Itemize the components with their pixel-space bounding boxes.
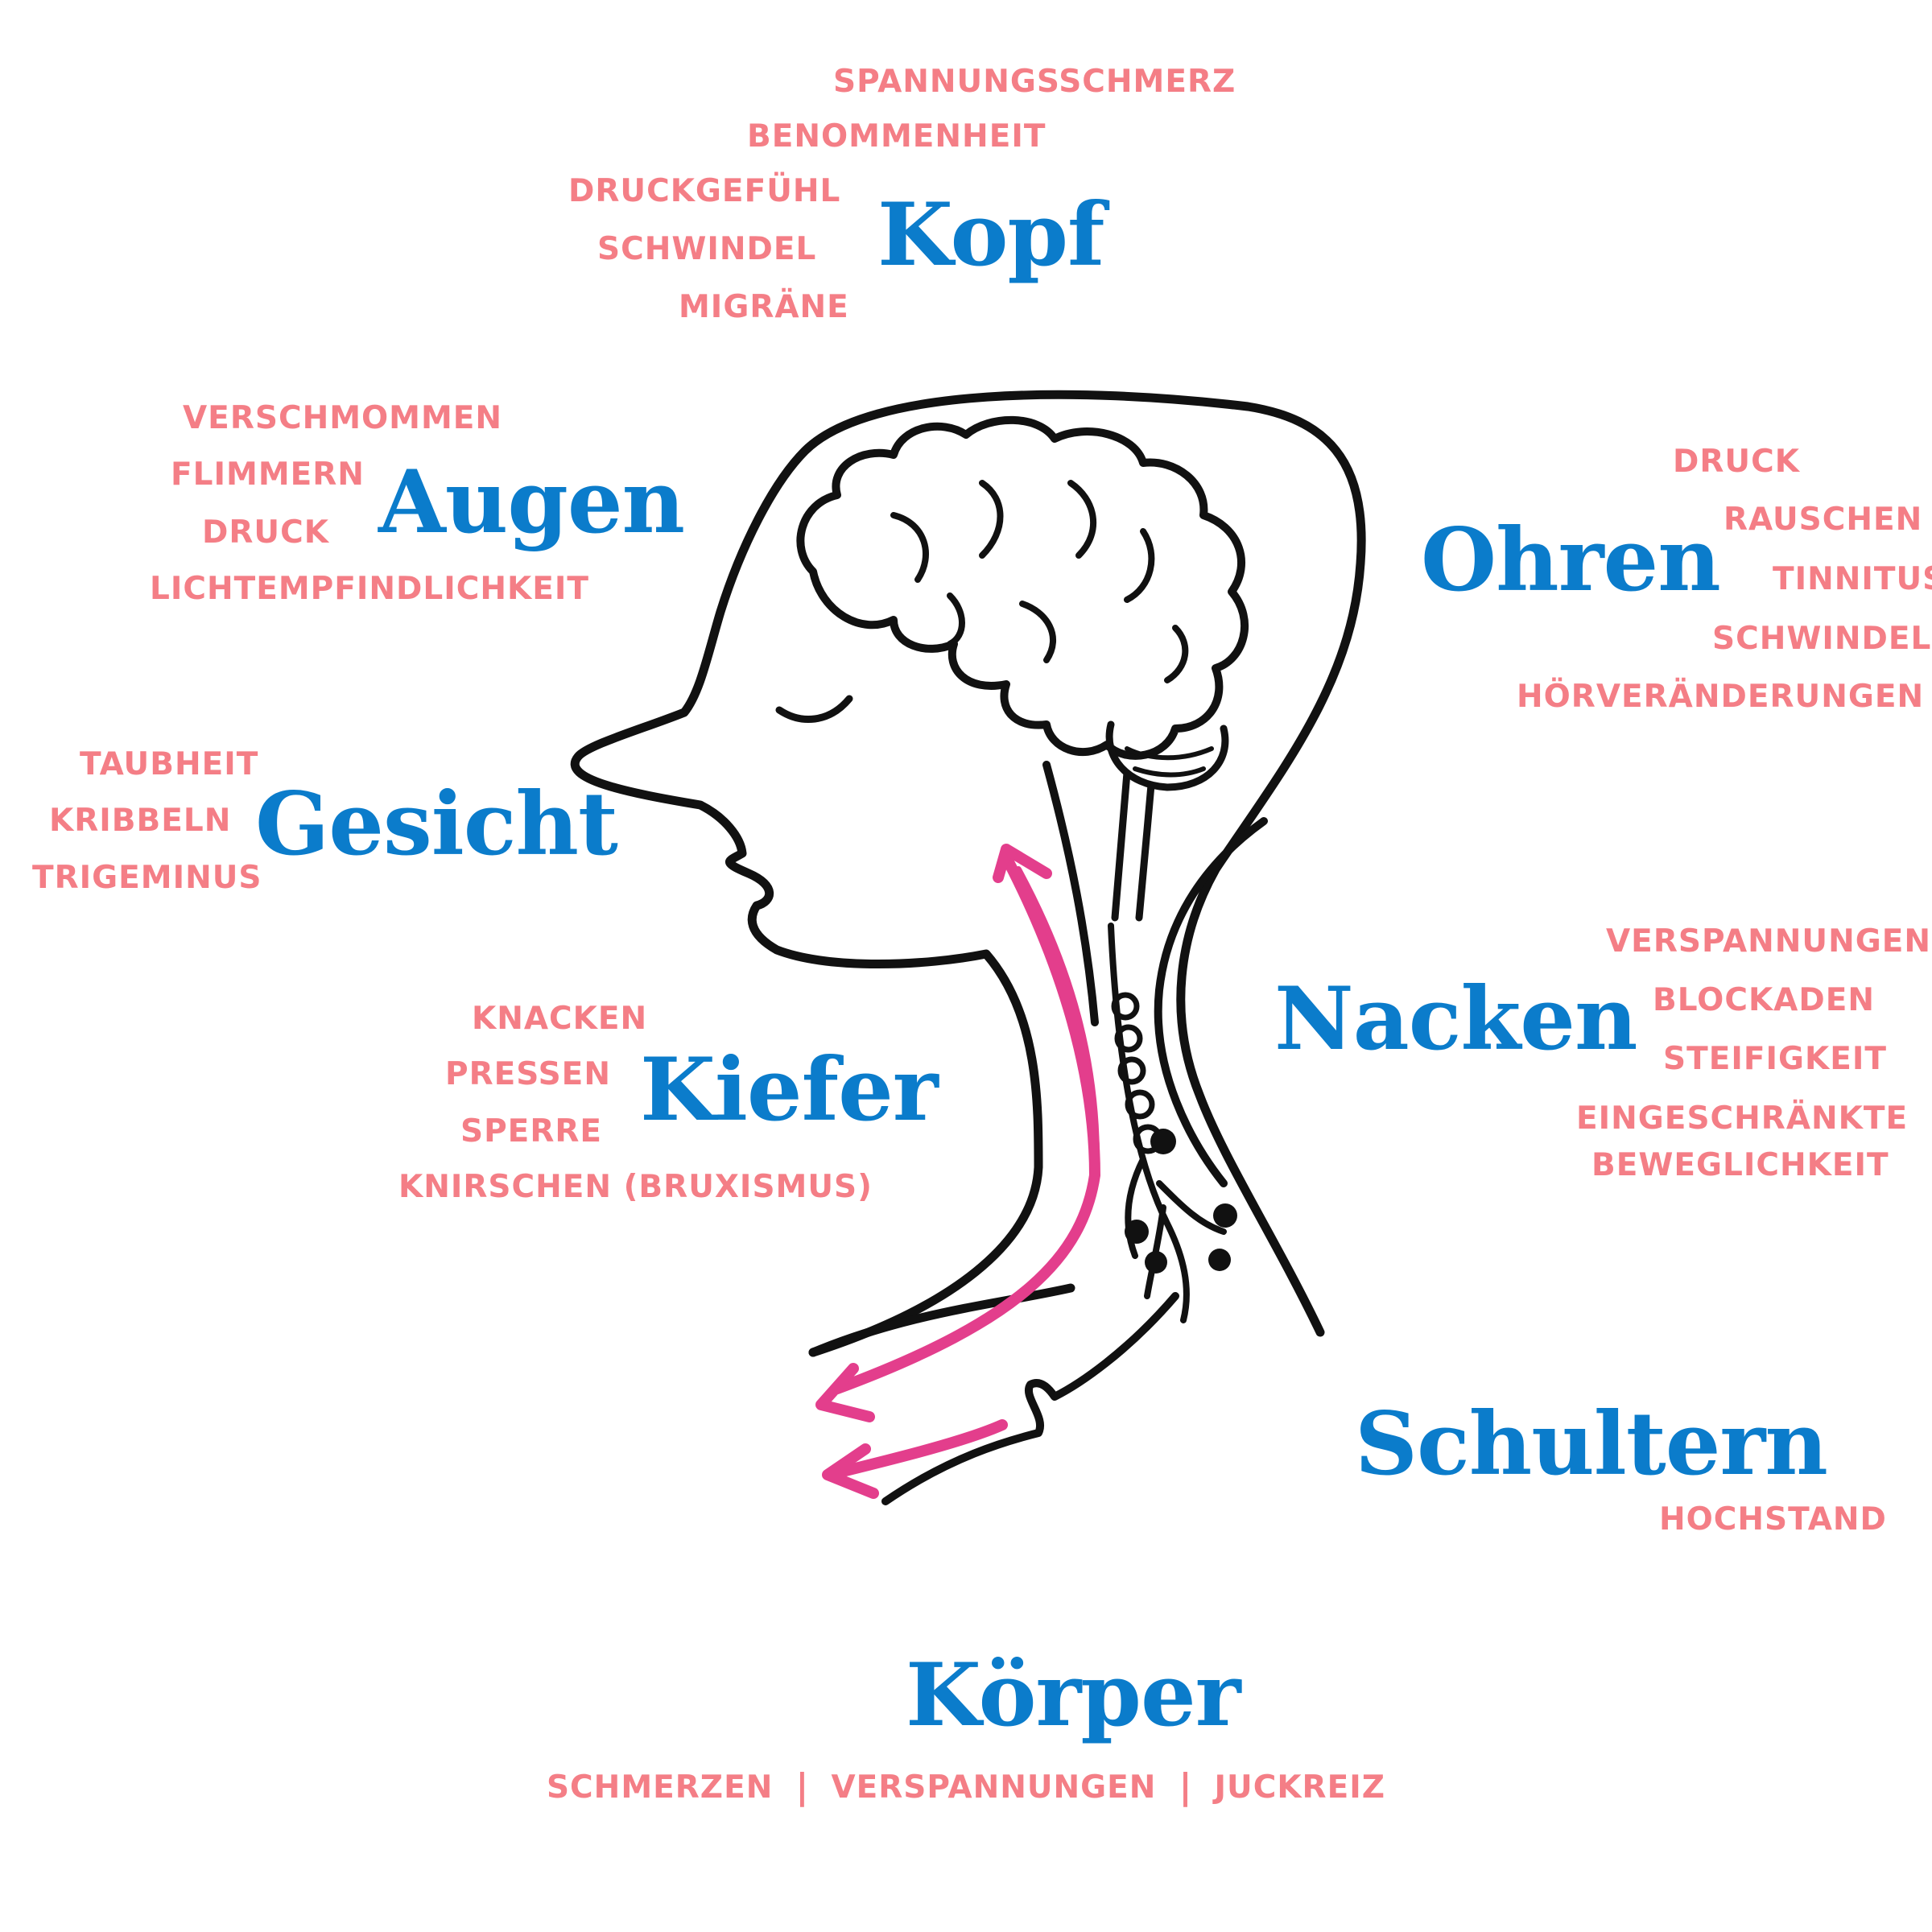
- symptom-nacken-2: BLOCKADEN: [1653, 982, 1876, 1018]
- nerve-nodes: [1125, 1129, 1237, 1274]
- shoulder-front: [808, 1283, 1075, 1357]
- symptom-augen-2: FLIMMERN: [171, 456, 365, 493]
- arrow-2-head: [822, 1443, 879, 1499]
- symptom-gesicht-2: KRIBBELN: [49, 803, 232, 839]
- arrow-2-shaft: [824, 1419, 1008, 1480]
- arrow-1-head-bottom: [815, 1363, 875, 1422]
- symptom-kopf-4: SCHWINDEL: [597, 231, 817, 267]
- symptom-kiefer-2: PRESSEN: [445, 1056, 611, 1092]
- symptom-nacken-3: STEIFIGKEIT: [1663, 1041, 1887, 1077]
- symptom-nacken-5: BEWEGLICHKEIT: [1591, 1147, 1889, 1183]
- symptom-koerper-2: VERSPANNUNGEN: [831, 1769, 1157, 1806]
- region-title-ohren: Ohren: [1421, 510, 1721, 611]
- region-title-kiefer: Kiefer: [640, 1039, 939, 1141]
- symptom-nacken-1: VERSPANNUNGEN: [1606, 923, 1932, 960]
- symptom-ohren-2: RAUSCHEN: [1724, 502, 1923, 538]
- koerper-symptom-row: SCHMERZEN | VERSPANNUNGEN | JUCKREIZ: [0, 1769, 1932, 1805]
- brain-folds: [890, 480, 1189, 683]
- separator-bar: |: [795, 1766, 809, 1807]
- brainstem: [1111, 769, 1155, 922]
- symptom-kopf-1: SPANNUNGSSCHMERZ: [833, 64, 1236, 100]
- symptom-kiefer-3: SPERRE: [460, 1113, 603, 1150]
- throat-line: [1042, 761, 1099, 1026]
- collarbone: [881, 1292, 1179, 1505]
- head-outline: [570, 390, 1366, 1357]
- symptom-schultern-1: HOCHSTAND: [1659, 1501, 1887, 1538]
- region-title-nacken: Nacken: [1274, 968, 1638, 1070]
- symptom-kopf-3: DRUCKGEFÜHL: [568, 173, 841, 209]
- neck-back-line: [1154, 817, 1268, 1187]
- symptom-gesicht-1: TAUBHEIT: [80, 746, 259, 782]
- closed-eye: [775, 695, 853, 723]
- region-title-koerper: Körper: [906, 1645, 1241, 1746]
- region-title-gesicht: Gesicht: [255, 774, 618, 875]
- brain-outline: [796, 415, 1249, 760]
- symptom-ohren-4: SCHWINDEL: [1712, 621, 1932, 657]
- symptom-ohren-1: DRUCK: [1673, 444, 1800, 480]
- pain-arrows: [815, 844, 1100, 1499]
- symptom-kiefer-4: KNIRSCHEN (BRUXISMUS): [398, 1169, 873, 1205]
- symptom-augen-4: LICHTEMPFINDLICHKEIT: [150, 571, 590, 607]
- symptom-kopf-5: MIGRÄNE: [679, 289, 849, 325]
- cerebellum: [1105, 720, 1229, 791]
- symptom-kiefer-1: KNACKEN: [472, 1001, 648, 1037]
- region-title-augen: Augen: [378, 452, 685, 553]
- symptom-koerper-1: SCHMERZEN: [546, 1769, 774, 1806]
- region-title-schultern: Schultern: [1355, 1393, 1828, 1495]
- region-title-kopf: Kopf: [877, 184, 1105, 286]
- symptom-ohren-5: HÖRVERÄNDERUNGEN: [1517, 679, 1925, 715]
- arrow-1-shaft-b: [1015, 866, 1100, 1179]
- symptom-ohren-3: TINNITUS: [1773, 561, 1932, 597]
- separator-bar: |: [1179, 1766, 1192, 1807]
- cerebellum-lines: [1125, 746, 1214, 778]
- symptom-koerper-3: JUCKREIZ: [1214, 1769, 1386, 1806]
- nerve-branches: [1108, 923, 1227, 1323]
- symptom-kopf-2: BENOMMENHEIT: [747, 118, 1046, 155]
- arrow-1-head-top: [993, 844, 1052, 883]
- symptom-gesicht-3: TRIGEMINUS: [32, 860, 262, 896]
- symptom-nacken-4: EINGESCHRÄNKTE: [1576, 1100, 1909, 1137]
- symptom-augen-1: VERSCHMOMMEN: [183, 400, 503, 436]
- symptom-augen-3: DRUCK: [202, 514, 329, 551]
